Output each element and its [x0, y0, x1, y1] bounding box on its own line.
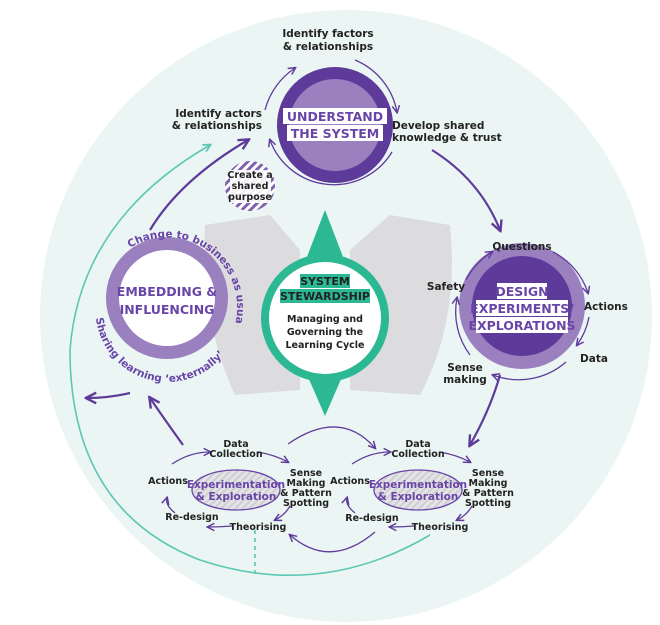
svg-text:Experimentation: Experimentation	[369, 479, 467, 491]
create-shared-purpose: Create a shared purpose	[225, 161, 275, 211]
design-actions: Actions	[584, 301, 628, 313]
teal-feedback-line	[69, 145, 431, 577]
svg-text:& Exploration: & Exploration	[378, 491, 459, 503]
svg-text:& Pattern: & Pattern	[462, 488, 514, 499]
svg-text:& Exploration: & Exploration	[196, 491, 277, 503]
understand-title-1: UNDERSTAND	[287, 109, 383, 124]
svg-text:& Pattern: & Pattern	[280, 488, 332, 499]
svg-text:Collection: Collection	[391, 449, 444, 460]
arrow-embedding-out	[87, 393, 131, 398]
svg-text:Sense: Sense	[290, 468, 322, 479]
svg-text:STEWARDSHIP: STEWARDSHIP	[280, 290, 370, 303]
svg-text:Create a: Create a	[227, 170, 272, 181]
develop-shared-2: knowledge & trust	[392, 132, 502, 144]
svg-text:Spotting: Spotting	[465, 498, 511, 509]
understand-the-system: UNDERSTAND THE SYSTEM	[264, 59, 397, 186]
svg-text:Actions: Actions	[148, 476, 188, 487]
svg-text:INFLUENCING: INFLUENCING	[120, 302, 215, 317]
understand-title-2: THE SYSTEM	[291, 126, 379, 141]
svg-text:Theorising: Theorising	[412, 522, 469, 533]
arrow-design-to-loops	[470, 374, 502, 445]
identify-actors-1: Identify actors	[175, 108, 262, 120]
identify-factors-2: & relationships	[283, 41, 373, 53]
svg-text:Sense: Sense	[472, 468, 504, 479]
develop-shared-1: Develop shared	[392, 120, 484, 132]
svg-text:Managing and: Managing and	[287, 314, 363, 325]
design-sense-1: Sense	[447, 362, 483, 374]
identify-actors-2: & relationships	[172, 120, 262, 132]
design-safety: Safety	[427, 281, 465, 293]
svg-text:EXPERIMENTS/: EXPERIMENTS/	[470, 301, 574, 316]
design-sense-2: making	[443, 374, 487, 386]
svg-text:Re-design: Re-design	[345, 513, 399, 524]
svg-text:DESIGN: DESIGN	[495, 284, 548, 299]
arrow-loops-to-embedding	[150, 398, 184, 446]
system-stewardship: SYSTEM STEWARDSHIP Managing and Governin…	[261, 210, 389, 416]
svg-text:Actions: Actions	[330, 476, 370, 487]
svg-text:EXPLORATIONS: EXPLORATIONS	[468, 318, 575, 333]
loop-2: Experimentation & Exploration Data Colle…	[290, 439, 514, 553]
svg-text:Experimentation: Experimentation	[187, 479, 285, 491]
svg-text:Data: Data	[223, 439, 248, 450]
loop-1: Experimentation & Exploration Data Colle…	[148, 426, 375, 533]
svg-text:Spotting: Spotting	[283, 498, 329, 509]
svg-text:SYSTEM: SYSTEM	[300, 275, 350, 288]
svg-text:Theorising: Theorising	[230, 522, 287, 533]
design-data: Data	[580, 353, 608, 365]
design-questions: Questions	[492, 241, 551, 253]
arrow-understand-to-design	[431, 149, 500, 230]
svg-text:purpose: purpose	[228, 192, 272, 203]
svg-text:Learning Cycle: Learning Cycle	[286, 340, 365, 351]
svg-text:Governing the: Governing the	[287, 327, 363, 338]
design-experiments: DESIGN EXPERIMENTS/ EXPLORATIONS	[456, 243, 589, 380]
svg-text:Collection: Collection	[209, 449, 262, 460]
svg-text:Data: Data	[405, 439, 430, 450]
svg-text:Making: Making	[468, 478, 507, 489]
svg-text:shared: shared	[232, 181, 269, 192]
svg-text:Making: Making	[286, 478, 325, 489]
arrow-embedding-to-understand	[149, 140, 248, 231]
svg-text:Re-design: Re-design	[165, 512, 219, 523]
identify-factors-1: Identify factors	[282, 28, 373, 40]
svg-text:EMBEDDING &: EMBEDDING &	[117, 284, 218, 299]
